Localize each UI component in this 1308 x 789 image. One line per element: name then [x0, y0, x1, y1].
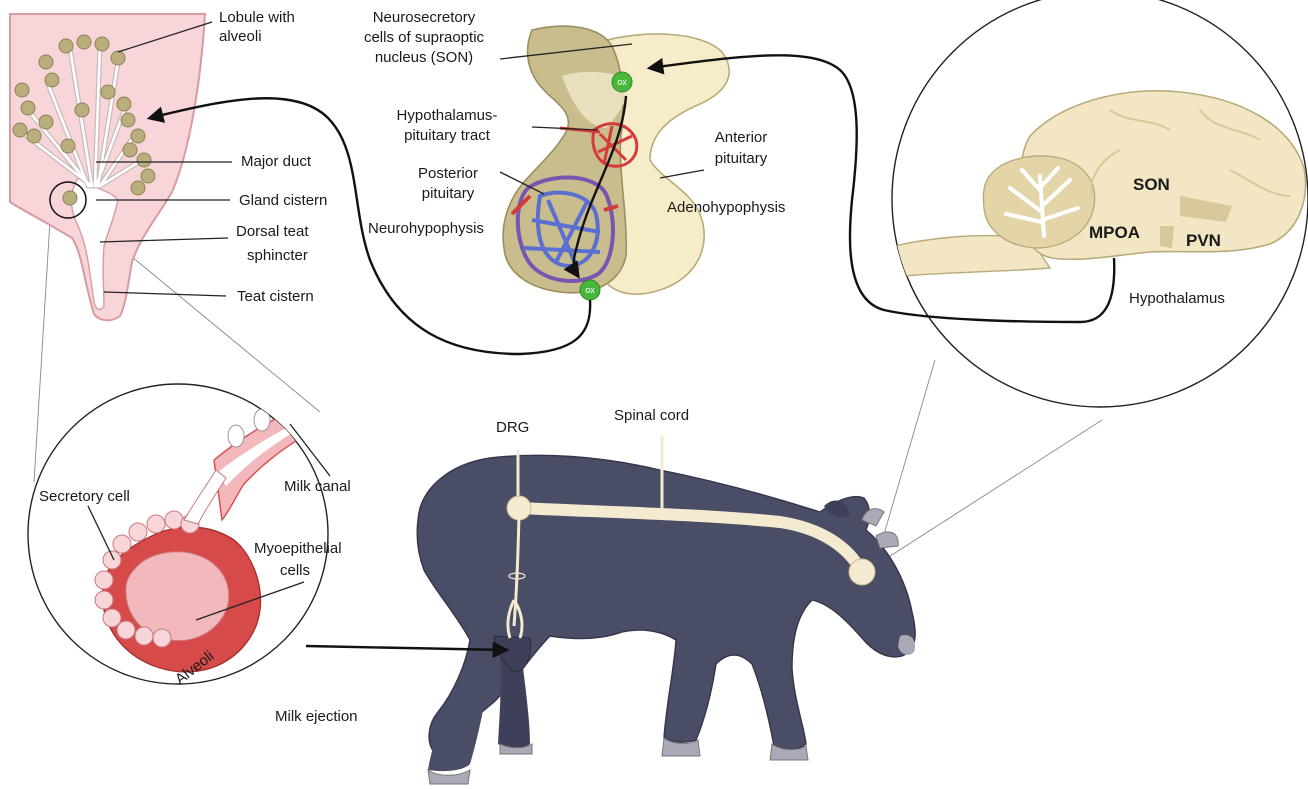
label-nucleus-son: nucleus (SON)	[375, 49, 473, 66]
udder-illustration: Lobule with alveoli Major duct Gland cis…	[10, 9, 327, 320]
label-major-duct: Major duct	[241, 153, 312, 170]
oxytocin-marker-top: ox	[612, 72, 632, 92]
label-hypothalamus: Hypothalamus	[1129, 290, 1225, 307]
label-lobule-with-alveoli: Lobule with	[219, 9, 295, 26]
label-son: SON	[1133, 175, 1170, 194]
cow-illustration: DRG Spinal cord Milk ejection	[275, 407, 915, 784]
label-spinal-cord: Spinal cord	[614, 407, 689, 424]
label-sphincter: sphincter	[247, 247, 308, 264]
label-dorsal-teat: Dorsal teat	[236, 223, 309, 240]
label-milk-ejection: Milk ejection	[275, 708, 358, 725]
label-neurosecretory: Neurosecretory	[373, 9, 476, 26]
label-teat-cistern: Teat cistern	[237, 288, 314, 305]
pituitary-illustration: ox ox Neurosecretory cells of supraoptic…	[364, 9, 785, 300]
posterior-pituitary	[503, 26, 626, 293]
alveolus-inset: Secretory cell Milk canal Myoepithelial …	[28, 384, 351, 688]
label-mpoa: MPOA	[1089, 223, 1140, 242]
svg-text:ox: ox	[617, 77, 627, 87]
label-pvn: PVN	[1186, 231, 1221, 250]
svg-text:ox: ox	[585, 285, 595, 295]
label-adenohypophysis: Adenohypophysis	[667, 199, 785, 216]
label-gland-cistern: Gland cistern	[239, 192, 327, 209]
label-lobule-with-alveoli-2: alveoli	[219, 28, 262, 45]
label-neurohypophysis: Neurohypophysis	[368, 220, 484, 237]
label-anterior: Anterior	[715, 129, 768, 146]
oxytocin-marker-bottom: ox	[580, 280, 600, 300]
brain-position	[849, 559, 875, 585]
brain-inset: SON MPOA PVN Hypothalamus	[890, 0, 1308, 407]
label-pituitary: pituitary	[422, 185, 475, 202]
cow-body	[417, 455, 915, 752]
label-secretory-cell: Secretory cell	[39, 488, 130, 505]
label-drg: DRG	[496, 419, 529, 436]
label-cells: cells	[280, 562, 310, 579]
cow-hooves	[428, 738, 808, 784]
cerebellum	[983, 156, 1094, 248]
label-hypothalamus-dash: Hypothalamus-	[397, 107, 498, 124]
label-pituitary-tract: pituitary tract	[404, 127, 491, 144]
label-myoepithelial: Myoepithelial	[254, 540, 342, 557]
mpoa-pvn-connector	[1160, 226, 1174, 248]
label-cells-of-supraoptic: cells of supraoptic	[364, 29, 485, 46]
label-anterior-pituitary-2: pituitary	[715, 150, 768, 167]
label-milk-canal: Milk canal	[284, 478, 351, 495]
label-posterior: Posterior	[418, 165, 478, 182]
